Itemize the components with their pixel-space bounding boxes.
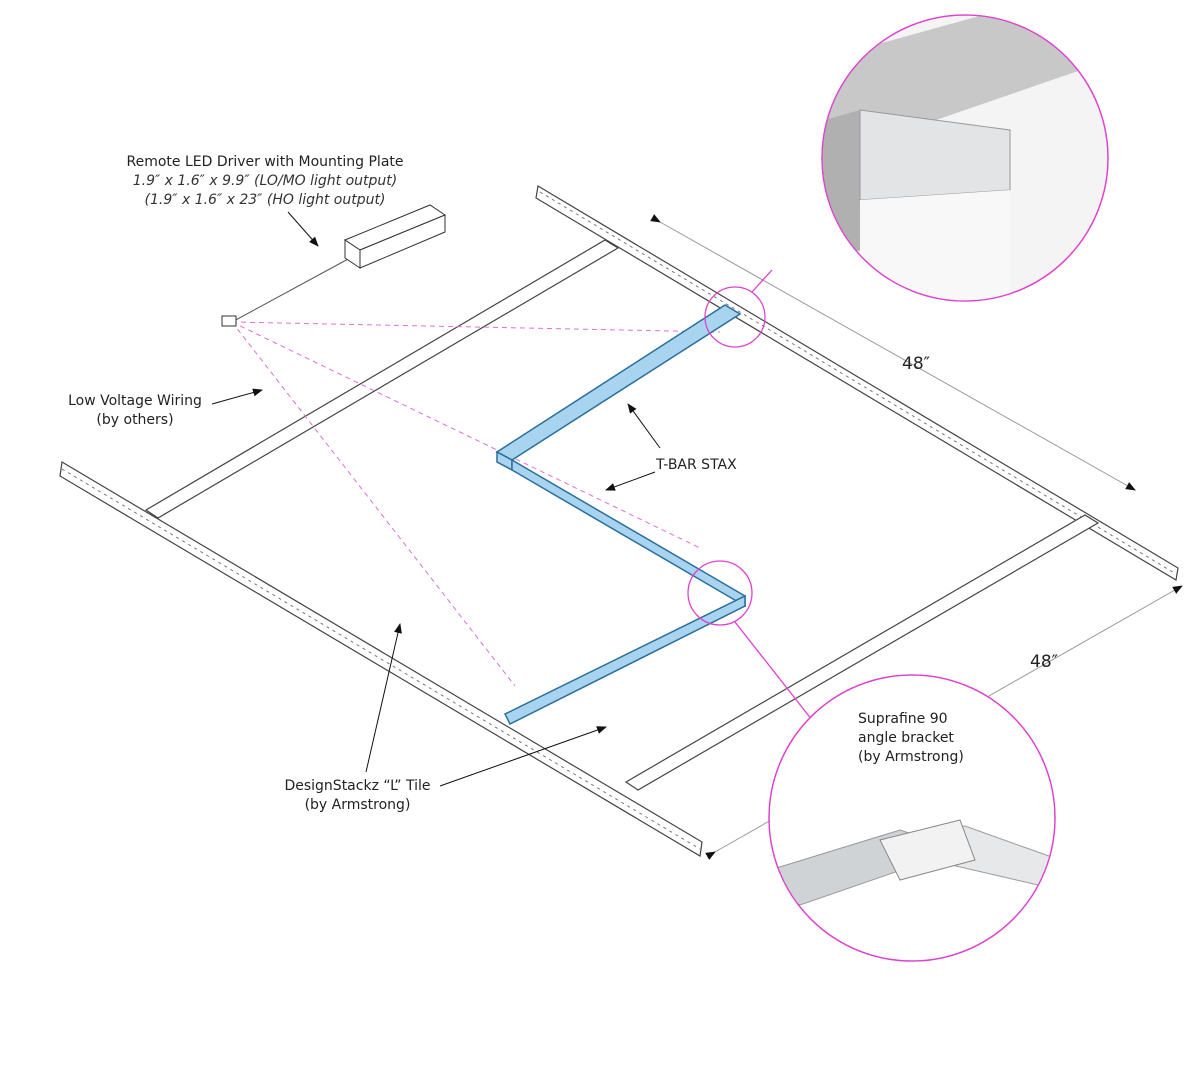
bracket-label-3: (by Armstrong) bbox=[858, 749, 964, 765]
dimension-top bbox=[650, 214, 1136, 491]
dimension-top-label: 48″ bbox=[902, 354, 930, 374]
tile-label-1: DesignStackz “L” Tile bbox=[284, 778, 431, 794]
tbar-stax-fixture bbox=[495, 304, 746, 726]
bracket-label-1: Suprafine 90 bbox=[858, 711, 948, 727]
wiring-label-2: (by others) bbox=[96, 412, 174, 428]
driver-size-lo: 1.9″ x 1.6″ x 9.9″ (LO/MO light output) bbox=[132, 173, 398, 189]
tbar-stax-label: T-BAR STAX bbox=[656, 457, 737, 473]
tile-label-2: (by Armstrong) bbox=[304, 797, 411, 813]
callout-arrows bbox=[211, 211, 931, 819]
wiring-label-1: Low Voltage Wiring bbox=[68, 393, 202, 409]
driver-cable bbox=[231, 257, 351, 323]
led-driver bbox=[343, 204, 447, 269]
low-voltage-wiring bbox=[231, 321, 721, 687]
driver-title: Remote LED Driver with Mounting Plate bbox=[126, 154, 404, 170]
detail-bracket-closeup bbox=[769, 819, 1055, 906]
bracket-label-2: angle bracket bbox=[858, 730, 954, 746]
cross-tee-left bbox=[144, 239, 620, 519]
dimension-bottom-label: 48″ bbox=[1030, 652, 1058, 672]
main-rail-bottom bbox=[59, 461, 703, 857]
connector-icon bbox=[221, 315, 237, 327]
driver-size-ho: (1.9″ x 1.6″ x 23″ (HO light output) bbox=[144, 192, 386, 208]
